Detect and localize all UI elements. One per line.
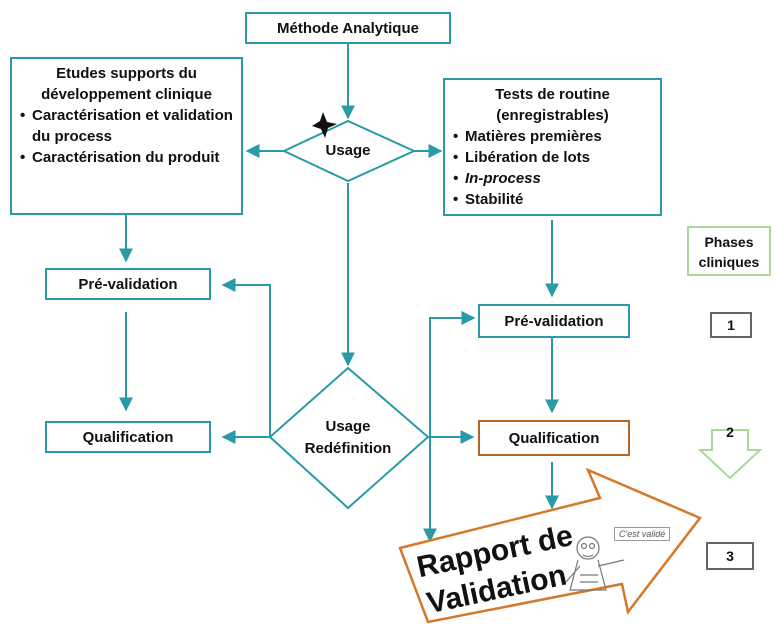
left-qualification-label: Qualification: [82, 428, 174, 446]
left-prevalidation-label: Pré-validation: [78, 275, 178, 293]
list-item: In-process: [453, 168, 652, 189]
phase-arrow-icon: [697, 429, 763, 480]
usage-redef-label-2: Redéfinition: [304, 440, 392, 457]
left-studies-box: Etudes supports du développement cliniqu…: [10, 57, 243, 215]
arrow-redef-left-prevalid: [221, 278, 271, 437]
right-qualification-box: Qualification: [478, 420, 630, 456]
left-studies-list: Caractérisation et validation du process…: [20, 105, 233, 168]
list-item: Libération de lots: [453, 147, 652, 168]
right-qualification-label: Qualification: [508, 429, 600, 447]
cartoon-speech: C'est validé: [614, 527, 671, 541]
left-studies-heading: Etudes supports du développement cliniqu…: [41, 65, 212, 103]
phases-title: Phases cliniques: [698, 234, 760, 270]
right-tests-list: Matières premières Libération de lots In…: [453, 126, 652, 210]
list-item: Matières premières: [453, 126, 652, 147]
phase-1-label: 1: [727, 317, 735, 333]
list-item: Caractérisation du produit: [20, 147, 233, 168]
phase-1-box: 1: [710, 312, 752, 338]
right-tests-heading: Tests de routine (enregistrables): [495, 86, 610, 124]
phase-2-label: 2: [726, 424, 734, 440]
phases-title-box: Phases cliniques: [687, 226, 771, 276]
cartoon-figure-icon: [565, 536, 625, 591]
method-label: Méthode Analytique: [277, 19, 419, 37]
phase-3-box: 3: [706, 542, 754, 570]
usage-redef-diamond: [268, 366, 430, 510]
right-prevalidation-label: Pré-validation: [504, 312, 604, 330]
usage-diamond: [281, 119, 417, 183]
left-qualification-box: Qualification: [45, 421, 211, 453]
left-prevalidation-box: Pré-validation: [45, 268, 211, 300]
list-item: Caractérisation et validation du process: [20, 105, 233, 147]
arrow-rapport-right-prevalid: [429, 311, 476, 541]
list-item: Stabilité: [453, 189, 652, 210]
method-box: Méthode Analytique: [245, 12, 451, 44]
right-prevalidation-box: Pré-validation: [478, 304, 630, 338]
star-icon: [312, 112, 337, 138]
rapport-arrow-shape: [398, 467, 702, 624]
right-tests-box: Tests de routine (enregistrables) Matièr…: [443, 78, 662, 216]
usage-redef-label-1: Usage: [325, 418, 371, 435]
usage-label: Usage: [325, 142, 371, 159]
phase-3-label: 3: [726, 548, 734, 564]
